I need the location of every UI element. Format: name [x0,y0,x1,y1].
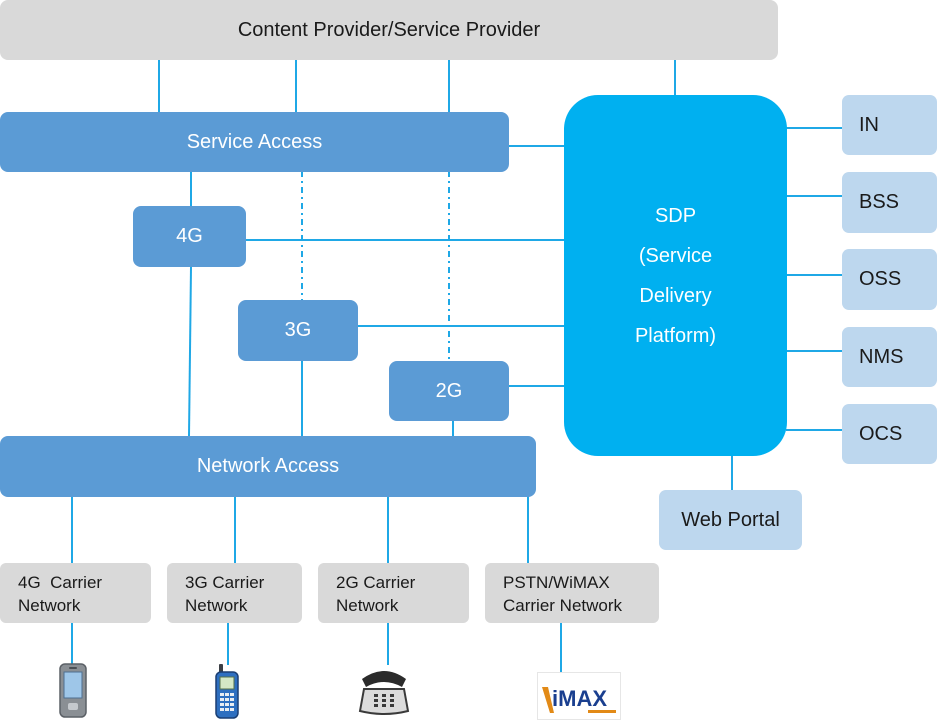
gen-2g-box: 2G [389,361,509,421]
carrier-2g-line-1: 2G Carrier [336,573,416,592]
sdp-line-1: SDP [654,204,697,227]
carrier-3g-line-1: 3G Carrier [185,573,265,592]
sdp-line-2: (Service [638,244,713,267]
gen-4g-box: 4G [133,206,246,267]
telephone-icon [358,671,410,715]
content-provider-label: Content Provider/Service Provider [237,18,541,41]
web-portal-box: Web Portal [659,490,802,550]
gen-3g-box: 3G [238,300,358,361]
system-nms-label: NMS [859,345,904,368]
carrier-pstn-box: PSTN/WiMAX Carrier Network [485,563,659,623]
network-access-label: Network Access [196,455,340,477]
service-access-box: Service Access [0,112,509,172]
carrier-4g-box: 4G Carrier Network [0,563,151,623]
sdp-box: SDP (Service Delivery Platform) [564,95,787,456]
carrier-4g-line-2: Network [18,596,81,615]
network-access-box: Network Access [0,436,536,497]
system-in-label: IN [859,113,879,136]
system-ocs-box: OCS [842,404,937,464]
carrier-pstn-line-2: Carrier Network [503,596,623,615]
system-oss-box: OSS [842,249,937,310]
system-in-box: IN [842,95,937,155]
sdp-line-4: Platform) [634,324,717,347]
carrier-4g-line-1: 4G Carrier [18,573,103,592]
gen-4g-label: 4G [176,225,203,247]
system-bss-box: BSS [842,172,937,233]
wimax-logo-graphic: iMAX [542,686,616,713]
web-portal-label: Web Portal [681,508,780,531]
carrier-3g-line-2: Network [185,596,248,615]
system-oss-label: OSS [859,268,902,290]
system-nms-box: NMS [842,327,937,387]
system-bss-label: BSS [859,191,900,213]
gen-3g-label: 3G [284,319,312,341]
service-access-label: Service Access [186,130,323,153]
smartphone-icon [59,663,87,718]
content-provider-box: Content Provider/Service Provider [0,0,778,60]
carrier-pstn-line-1: PSTN/WiMAX [503,573,610,592]
wimax-logo: iMAX [537,672,621,720]
carrier-2g-line-2: Network [336,596,399,615]
gen-2g-label: 2G [435,379,463,402]
carrier-2g-box: 2G Carrier Network [318,563,469,623]
wimax-logo-text: iMAX [552,686,607,711]
carrier-3g-box: 3G Carrier Network [167,563,302,623]
mobile-phone-icon [215,664,239,719]
sdp-line-3: Delivery [639,284,712,307]
system-ocs-label: OCS [859,422,903,445]
